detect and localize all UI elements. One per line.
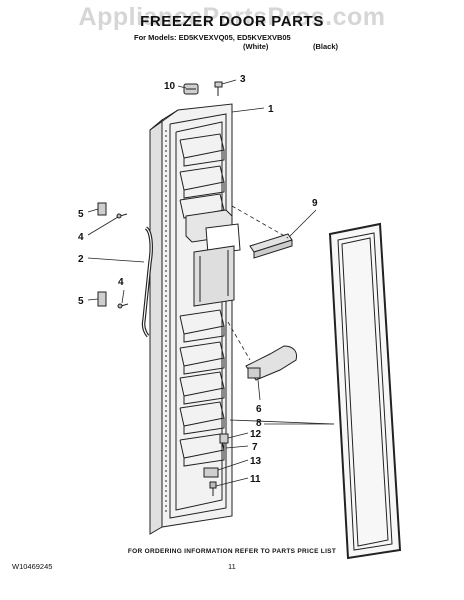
callout-6: 6 [256, 404, 262, 415]
door-shell [149, 103, 233, 535]
callout-2: 2 [78, 254, 84, 265]
leader-lines [87, 79, 335, 487]
variant-black-label: (Black) [313, 42, 339, 51]
callout-13: 13 [250, 456, 262, 467]
callout-7: 7 [252, 442, 258, 453]
hinge-screw-lower [209, 481, 217, 496]
callout-4-lower: 4 [118, 277, 124, 288]
door-gasket [328, 222, 402, 560]
shelf-rail [249, 233, 293, 259]
door-handle [141, 226, 153, 338]
callout-10: 10 [164, 81, 176, 92]
callout-5-upper: 5 [78, 209, 84, 220]
callout-8: 8 [256, 418, 262, 429]
hinge-bushing-lower [219, 433, 229, 452]
handle-cap-upper [97, 202, 107, 216]
handle-cap-lower [97, 291, 107, 307]
hinge-cover [203, 467, 219, 478]
handle-screw-upper [116, 213, 128, 219]
handle-screw-lower [117, 303, 129, 309]
callout-9: 9 [312, 198, 318, 209]
callout-5-lower: 5 [78, 296, 84, 307]
callout-3: 3 [240, 74, 246, 85]
model-list: For Models: ED5KVEXVQ05, ED5KVEXVB05 [134, 33, 291, 42]
page-number: 11 [228, 562, 236, 571]
variant-white-label: (White) [243, 42, 269, 51]
ordering-info-note: FOR ORDERING INFORMATION REFER TO PARTS … [127, 548, 337, 555]
page-title: FREEZER DOOR PARTS [140, 13, 324, 30]
callout-1: 1 [268, 104, 274, 115]
callout-12: 12 [250, 429, 262, 440]
lower-hinge-bracket [245, 345, 297, 381]
dispenser-housing [185, 209, 241, 307]
hinge-bushing [183, 83, 199, 95]
callout-11: 11 [250, 474, 261, 485]
hinge-pin-top [214, 81, 223, 96]
watermark: AppliancePartsPros.com [78, 3, 386, 31]
callout-4-upper: 4 [78, 232, 84, 243]
document-number: W10469245 [12, 562, 53, 571]
